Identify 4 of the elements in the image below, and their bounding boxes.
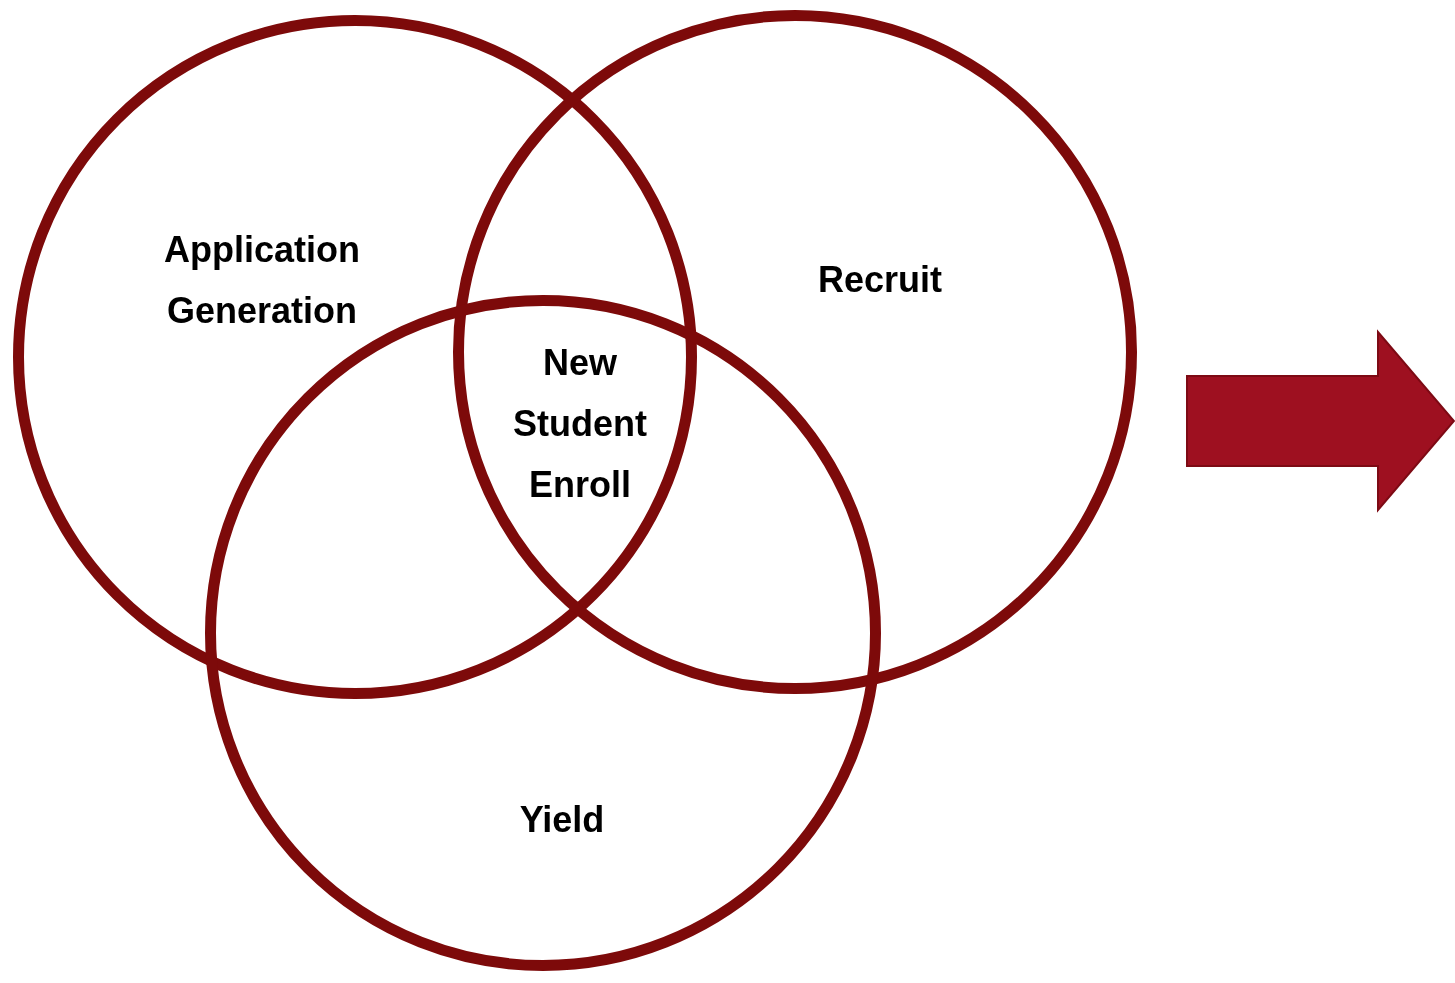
circle-label: Application Generation xyxy=(163,227,361,333)
circle-label: Recruit xyxy=(817,258,943,303)
overlap-label: New Student Enroll xyxy=(512,341,648,508)
circle-label: Yield xyxy=(518,798,606,843)
